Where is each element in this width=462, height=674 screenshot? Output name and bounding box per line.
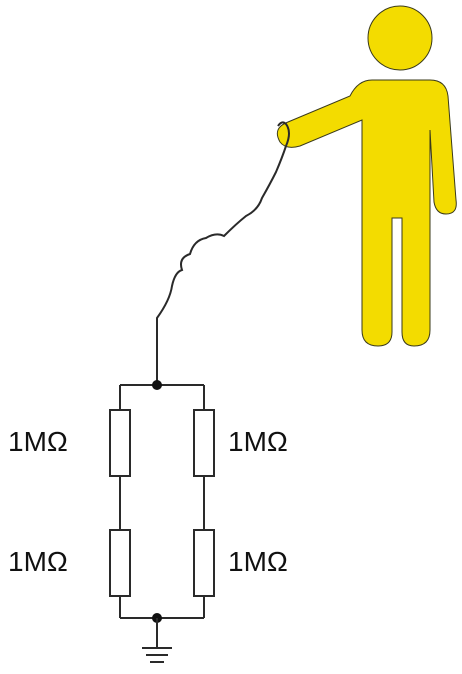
resistor-network	[109, 380, 215, 623]
resistor-label-bottom-right: 1MΩ	[228, 546, 288, 577]
ground-symbol-icon	[142, 618, 172, 663]
hand-wire	[156, 121, 290, 385]
resistor-label-top-left: 1MΩ	[8, 426, 68, 457]
resistor-label-top-right: 1MΩ	[228, 426, 288, 457]
resistor-top-right	[193, 409, 215, 477]
person-figure-icon	[276, 5, 457, 347]
person-body	[276, 79, 457, 347]
resistor-bottom-left	[109, 529, 131, 597]
person-head	[367, 5, 433, 71]
top-node	[152, 380, 162, 390]
resistor-top-left	[109, 409, 131, 477]
resistor-bottom-right	[193, 529, 215, 597]
resistor-label-bottom-left: 1MΩ	[8, 546, 68, 577]
